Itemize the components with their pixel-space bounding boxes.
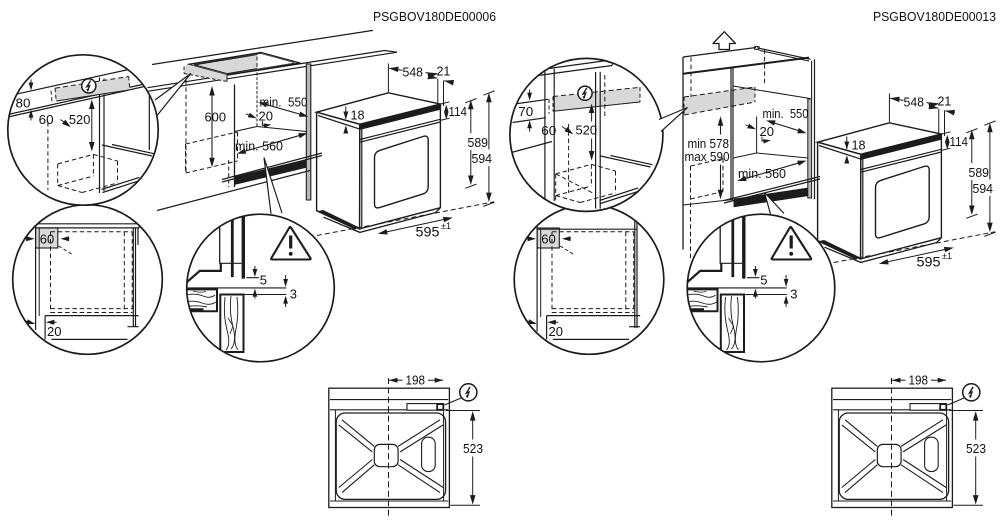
svg-text:min. 550: min. 550 <box>260 95 308 110</box>
svg-text:520: 520 <box>576 123 598 138</box>
svg-text:60: 60 <box>40 233 55 247</box>
svg-text:600: 600 <box>205 110 227 125</box>
svg-text:PSGBOV180DE00013: PSGBOV180DE00013 <box>873 9 996 24</box>
svg-text:min. 560: min. 560 <box>235 139 283 154</box>
svg-text:20: 20 <box>760 124 775 139</box>
svg-text:18: 18 <box>351 108 365 123</box>
svg-text:595: 595 <box>416 224 440 240</box>
svg-text:198: 198 <box>406 373 426 387</box>
svg-text:min. 550: min. 550 <box>763 106 809 121</box>
svg-text:20: 20 <box>47 325 62 339</box>
svg-text:20: 20 <box>259 108 274 123</box>
svg-text:60: 60 <box>541 123 556 138</box>
svg-text:min 578: min 578 <box>688 136 730 151</box>
svg-text:70: 70 <box>518 104 533 119</box>
svg-text:80: 80 <box>16 96 31 111</box>
svg-text:5: 5 <box>260 272 267 287</box>
svg-text:520: 520 <box>69 112 91 127</box>
svg-text:548: 548 <box>403 65 424 80</box>
svg-text:max 590: max 590 <box>685 149 730 164</box>
svg-text:21: 21 <box>437 64 451 79</box>
svg-text:589: 589 <box>468 135 489 150</box>
svg-text:523: 523 <box>463 441 483 456</box>
svg-text:594: 594 <box>472 151 493 166</box>
svg-text:PSGBOV180DE00006: PSGBOV180DE00006 <box>373 9 496 24</box>
svg-text:±1: ±1 <box>441 221 451 231</box>
svg-text:3: 3 <box>290 286 297 301</box>
svg-text:60: 60 <box>39 112 54 127</box>
svg-text:114: 114 <box>449 104 468 119</box>
